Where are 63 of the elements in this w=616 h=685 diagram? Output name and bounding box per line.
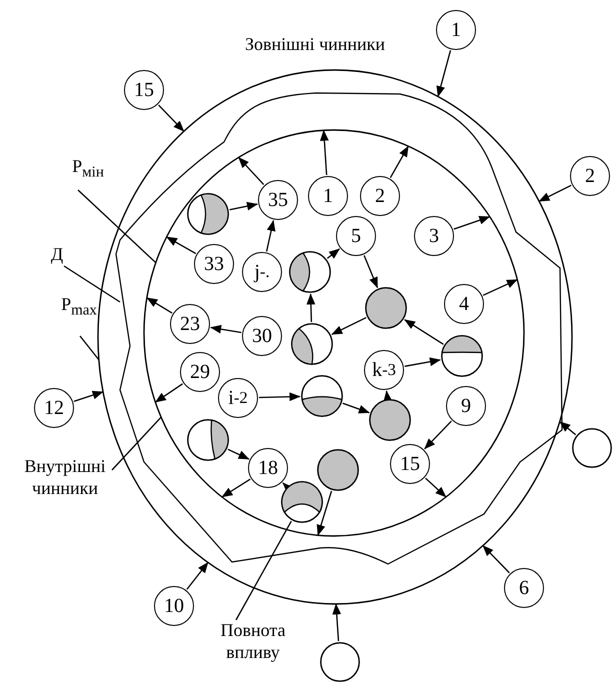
arrow [229,202,258,210]
number-circle: 15 [124,70,164,110]
number-circle: 18 [248,448,288,488]
arrow [331,317,366,335]
arrow [454,216,490,230]
arrow [306,293,316,322]
arrow [404,319,444,345]
arrow [74,390,104,402]
number-circle: 1 [436,10,476,50]
arrow [364,255,378,288]
number-circle: 1 [308,176,348,216]
number-circle: 5 [336,216,376,256]
arrow [424,420,452,450]
number-circle: 23 [170,304,210,344]
arrow [436,50,452,98]
number-circle: 10 [154,586,194,626]
boundary-label: Р$_{max}$ [48,294,110,328]
arrow [390,146,409,178]
leader-line [78,190,156,264]
number-circle: 3 [414,216,454,256]
number-circle: 2 [360,176,400,216]
arrow [222,478,251,498]
number-circle: 29 [180,352,220,392]
number-circle: 30 [242,316,282,356]
number-circle: 6 [504,568,544,608]
leader-line [79,336,100,360]
zone-label: Внутрішні чинники [6,456,124,522]
arrow [383,390,392,402]
arrow [320,130,329,176]
arrow [228,448,250,460]
arrow [332,603,342,642]
arrow [146,297,172,314]
boundary-label: Д [44,244,70,270]
arrow [559,421,576,436]
arrow [266,220,276,252]
number-circle: 35 [258,180,298,220]
zone-label: Повнота впливу [198,620,308,676]
number-circle: 2 [570,156,610,196]
leader-line [235,520,292,620]
number-circle: 12 [34,388,74,428]
arrow [258,392,301,402]
arrow [186,562,209,590]
leader-line [112,416,162,470]
number-circle: 9 [446,386,486,426]
arrow [404,357,441,367]
number-circle: 4 [444,284,484,324]
zone-label: Зовнішні чинники [244,34,386,56]
arrow [238,156,264,186]
arrow [326,248,340,259]
arrow [538,184,572,202]
number-circle: 33 [194,244,234,284]
arrow [482,279,518,296]
arrow [158,104,184,132]
number-circle: 15 [390,444,430,484]
arrow [342,402,370,414]
boundary-label: Р$_{мін}$ [58,156,118,190]
leader-line [64,265,120,303]
arrow [210,324,242,334]
arrow [482,545,510,574]
arrow [425,478,446,498]
arrow [316,490,332,536]
arrow [154,383,183,403]
arrow [166,236,196,254]
